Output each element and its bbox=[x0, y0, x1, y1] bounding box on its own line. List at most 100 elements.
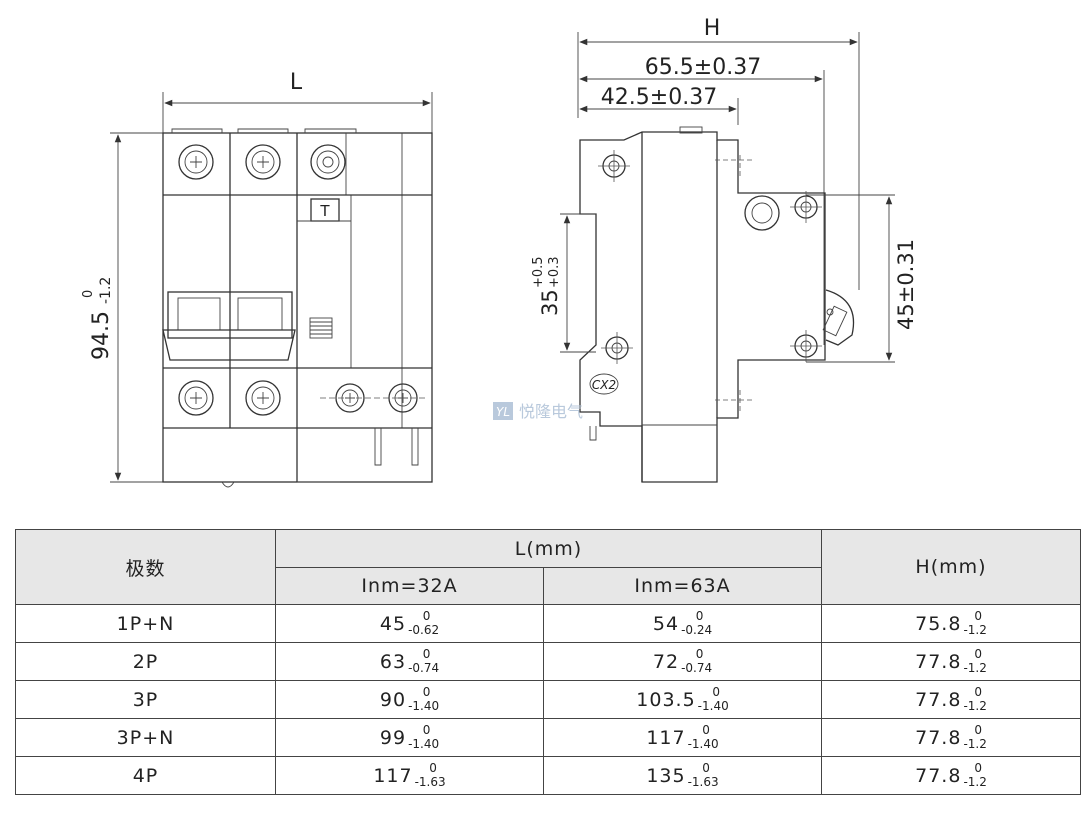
tol-upper: 0 bbox=[974, 609, 982, 623]
tol-upper: 0 bbox=[429, 761, 437, 775]
height-tol-lower: -1.2 bbox=[98, 277, 114, 304]
tol-lower: -0.62 bbox=[408, 623, 440, 637]
header-h-group: H(mm) bbox=[821, 529, 1081, 605]
tol-upper: 0 bbox=[712, 685, 721, 699]
rail-dim-label: 35 bbox=[538, 289, 562, 316]
width-dim-label: L bbox=[290, 70, 303, 95]
tol-lower: -1.63 bbox=[414, 775, 446, 789]
tol-upper: 0 bbox=[695, 609, 704, 623]
l-32-cell: 45 0-0.62 bbox=[275, 604, 544, 643]
tol-lower: -1.40 bbox=[408, 699, 440, 713]
overall-dim-label: H bbox=[704, 16, 721, 41]
value: 103.5 bbox=[636, 688, 696, 711]
poles-cell: 3P bbox=[15, 680, 276, 719]
tol-lower: -1.40 bbox=[687, 737, 719, 751]
tol-lower: -0.74 bbox=[681, 661, 713, 675]
l-63-cell: 135 0-1.63 bbox=[543, 756, 822, 795]
table-header-row: 极数 L(mm) H(mm) bbox=[15, 529, 1081, 605]
l-63-cell: 54 0-0.24 bbox=[543, 604, 822, 643]
poles-cell: 4P bbox=[15, 756, 276, 795]
value: 77.8 bbox=[915, 764, 962, 787]
table-header-row: Inm=32A Inm=63A bbox=[16, 567, 1081, 605]
tol-lower: -1.2 bbox=[963, 699, 987, 713]
poles-cell: 1P+N bbox=[15, 604, 276, 643]
header-l-group: L(mm) bbox=[275, 529, 822, 568]
tol-upper: 0 bbox=[702, 761, 710, 775]
toggle-handle-icon bbox=[162, 291, 296, 361]
technical-drawing: L 94.5 0 -1.2 bbox=[81, 16, 918, 488]
tol-upper: 0 bbox=[974, 723, 982, 737]
l-63-cell: 117 0-1.40 bbox=[543, 718, 822, 757]
screw-icon bbox=[310, 144, 346, 180]
screw-icon bbox=[178, 380, 214, 416]
tol-upper: 0 bbox=[695, 647, 704, 661]
screw-icon bbox=[598, 150, 630, 182]
tol-upper: 0 bbox=[974, 647, 982, 661]
value: 75.8 bbox=[915, 612, 962, 635]
value: 63 bbox=[379, 650, 407, 673]
screw-icon bbox=[178, 144, 214, 180]
watermark-text: 悦隆电气 bbox=[519, 402, 583, 421]
tol-lower: -0.24 bbox=[681, 623, 713, 637]
value: 45 bbox=[379, 612, 407, 635]
side-view: H 65.5±0.37 42.5±0.37 bbox=[531, 16, 918, 483]
watermark: YL 悦隆电气 bbox=[493, 402, 583, 421]
tol-upper: 0 bbox=[974, 685, 982, 699]
svg-text:T: T bbox=[319, 202, 330, 220]
screw-icon bbox=[790, 330, 822, 362]
h-cell: 75.8 0-1.2 bbox=[821, 604, 1081, 643]
front-view: L 94.5 0 -1.2 bbox=[81, 70, 433, 488]
tol-lower: -1.2 bbox=[963, 775, 987, 789]
screw-icon bbox=[744, 195, 780, 231]
screw-icon bbox=[245, 380, 281, 416]
value: 117 bbox=[373, 764, 413, 787]
screw-icon bbox=[601, 332, 633, 364]
value: 135 bbox=[646, 764, 686, 787]
mid-dim-label: 65.5±0.37 bbox=[645, 55, 761, 80]
value: 77.8 bbox=[915, 650, 962, 673]
value: 72 bbox=[652, 650, 680, 673]
value: 99 bbox=[379, 726, 407, 749]
tol-upper: 0 bbox=[422, 647, 431, 661]
poles-cell: 2P bbox=[15, 642, 276, 681]
tol-lower: -1.2 bbox=[963, 623, 987, 637]
h-cell: 77.8 0-1.2 bbox=[821, 642, 1081, 681]
value: 77.8 bbox=[915, 688, 962, 711]
tol-upper: 0 bbox=[702, 723, 710, 737]
l-32-cell: 117 0-1.63 bbox=[275, 756, 544, 795]
height-dim-label: 94.5 bbox=[89, 311, 114, 360]
header-l-32: Inm=32A bbox=[275, 567, 544, 605]
tol-upper: 0 bbox=[422, 685, 431, 699]
screw-icon bbox=[790, 191, 822, 223]
right-dim-label: 45±0.31 bbox=[894, 239, 918, 330]
tol-lower: -0.74 bbox=[408, 661, 440, 675]
h-cell: 77.8 0-1.2 bbox=[821, 680, 1081, 719]
rail-tol-upper: +0.5 bbox=[531, 256, 546, 288]
tol-lower: -1.2 bbox=[963, 661, 987, 675]
tol-upper: 0 bbox=[974, 761, 982, 775]
small-dim-label: 42.5±0.37 bbox=[601, 85, 717, 110]
screw-icon bbox=[245, 144, 281, 180]
value: 117 bbox=[646, 726, 686, 749]
header-l-63: Inm=63A bbox=[543, 567, 822, 605]
value: 54 bbox=[652, 612, 680, 635]
tol-upper: 0 bbox=[422, 609, 431, 623]
height-tol-upper: 0 bbox=[81, 290, 96, 298]
poles-cell: 3P+N bbox=[15, 718, 276, 757]
brand-logo-icon: YL bbox=[493, 402, 513, 420]
lever-icon bbox=[822, 289, 855, 346]
part-mark-label: CX2 bbox=[592, 378, 616, 392]
tol-lower: -1.63 bbox=[687, 775, 719, 789]
l-32-cell: 63 0-0.74 bbox=[275, 642, 544, 681]
h-cell: 77.8 0-1.2 bbox=[821, 756, 1081, 795]
header-poles: 极数 bbox=[15, 529, 276, 605]
tol-upper: 0 bbox=[422, 723, 431, 737]
